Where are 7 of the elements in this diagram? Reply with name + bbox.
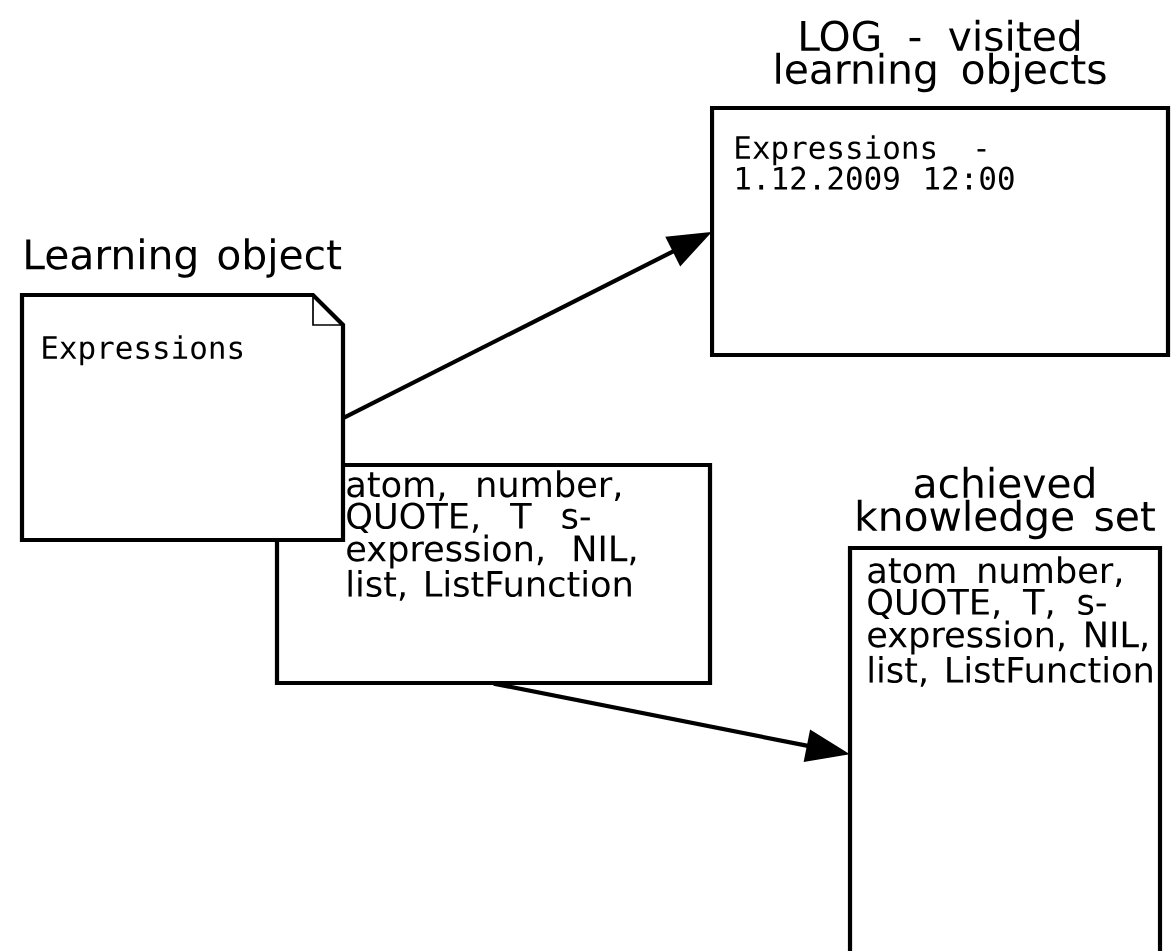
- box-heading: LOG - visited learning objects: [776, 19, 1106, 93]
- box-text: atom, number, QUOTE, T s-expression, NIL, list, ListFunction: [347, 470, 636, 601]
- box-text: atom number, QUOTE, T, s-expression, NIL, list, ListFunction: [868, 556, 1152, 687]
- box-heading: Learning object: [26, 238, 342, 278]
- box-text: Expressions - 1.12.2009 12:00: [736, 135, 1014, 190]
- box-text: Expressions: [43, 335, 243, 366]
- box-heading: achieved knowledge set: [857, 466, 1155, 540]
